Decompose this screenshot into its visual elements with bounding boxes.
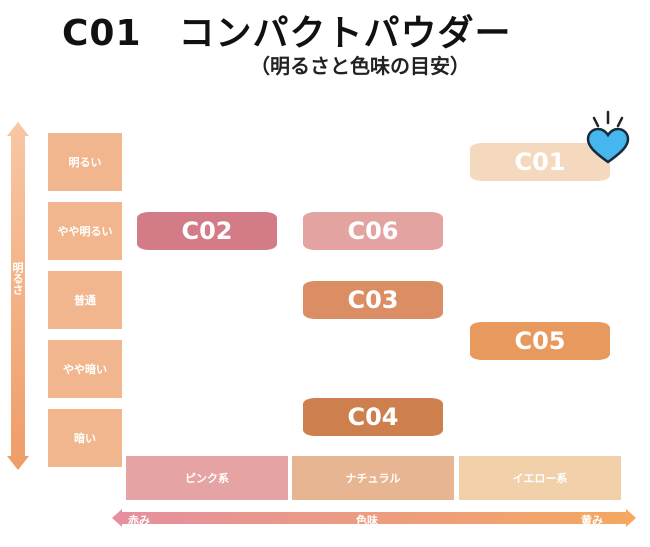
color-tone-cell: ピンク系 xyxy=(126,456,288,500)
page-subtitle: （明るさと色味の目安） xyxy=(250,54,470,78)
brightness-level-cell: やや明るい xyxy=(48,202,122,260)
product-chip-c01: C01 xyxy=(470,143,610,181)
page-title: C01 コンパクトパウダー xyxy=(62,13,512,54)
heart-icon xyxy=(586,110,630,164)
color-tone-cell: ナチュラル xyxy=(292,456,454,500)
brightness-axis-label: 明るさ xyxy=(11,262,24,295)
axis-label-tone: 色味 xyxy=(356,514,378,527)
product-chip-c04: C04 xyxy=(303,398,443,437)
brightness-level-cell: 明るい xyxy=(48,133,122,191)
product-chip-c03: C03 xyxy=(303,281,443,319)
product-chip-c02: C02 xyxy=(137,212,277,250)
brightness-level-cell: 暗い xyxy=(48,409,122,467)
brightness-axis-arrow xyxy=(7,122,29,470)
product-chip-c05: C05 xyxy=(470,322,610,361)
axis-label-yellowness: 黄み xyxy=(581,514,603,527)
brightness-level-cell: やや暗い xyxy=(48,340,122,398)
brightness-level-cell: 普通 xyxy=(48,271,122,329)
color-axis-arrow xyxy=(112,509,636,527)
axis-label-redness: 赤み xyxy=(128,514,150,527)
color-tone-cell: イエロー系 xyxy=(459,456,621,500)
product-chip-c06: C06 xyxy=(303,212,443,250)
